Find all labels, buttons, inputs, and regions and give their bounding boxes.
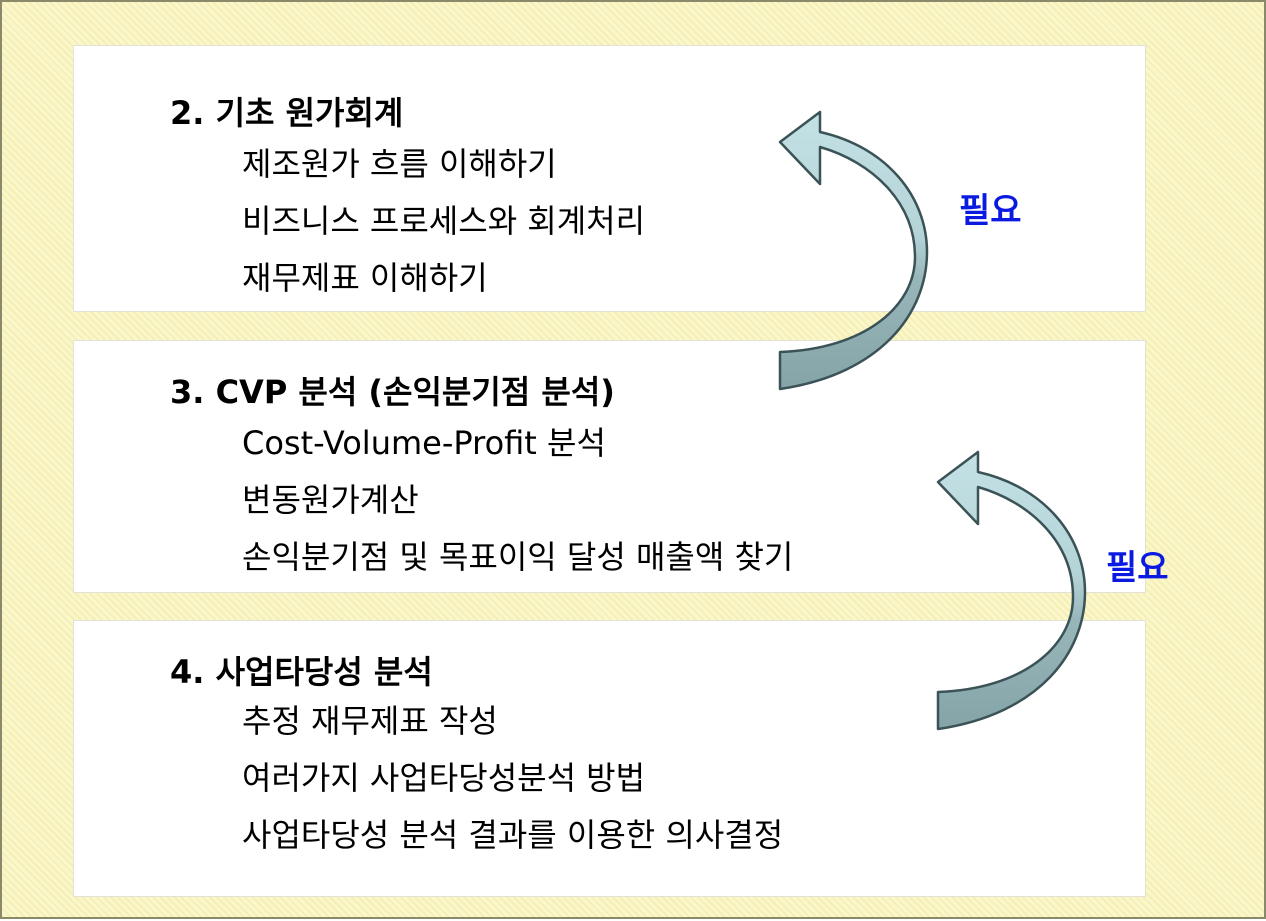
section-item: Cost-Volume-Profit 분석 — [242, 424, 606, 462]
section-item: 변동원가계산 — [242, 481, 419, 519]
section-feasibility-analysis: 4. 사업타당성 분석 추정 재무제표 작성 여러가지 사업타당성분석 방법 사… — [73, 620, 1146, 897]
section-item: 여러가지 사업타당성분석 방법 — [242, 759, 646, 797]
section-items: 추정 재무제표 작성 여러가지 사업타당성분석 방법 사업타당성 분석 결과를 … — [242, 693, 783, 864]
need-label: 필요 — [959, 191, 1022, 231]
section-item: 재무제표 이해하기 — [242, 259, 488, 297]
need-label: 필요 — [1106, 548, 1169, 588]
section-items: 제조원가 흐름 이해하기 비즈니스 프로세스와 회계처리 재무제표 이해하기 — [242, 136, 645, 307]
section-item: 사업타당성 분석 결과를 이용한 의사결정 — [242, 816, 784, 854]
section-item: 추정 재무제표 작성 — [242, 702, 498, 740]
section-basic-cost-accounting: 2. 기초 원가회계 제조원가 흐름 이해하기 비즈니스 프로세스와 회계처리 … — [73, 45, 1146, 312]
section-title: 2. 기초 원가회계 — [170, 94, 404, 132]
section-item: 제조원가 흐름 이해하기 — [242, 145, 557, 183]
section-items: Cost-Volume-Profit 분석 변동원가계산 손익분기점 및 목표이… — [242, 415, 793, 586]
section-cvp-analysis: 3. CVP 분석 (손익분기점 분석) Cost-Volume-Profit … — [73, 340, 1146, 593]
section-title: 3. CVP 분석 (손익분기점 분석) — [170, 373, 615, 411]
section-item: 손익분기점 및 목표이익 달성 매출액 찾기 — [242, 538, 794, 576]
section-item: 비즈니스 프로세스와 회계처리 — [242, 202, 646, 240]
section-title: 4. 사업타당성 분석 — [170, 653, 433, 691]
